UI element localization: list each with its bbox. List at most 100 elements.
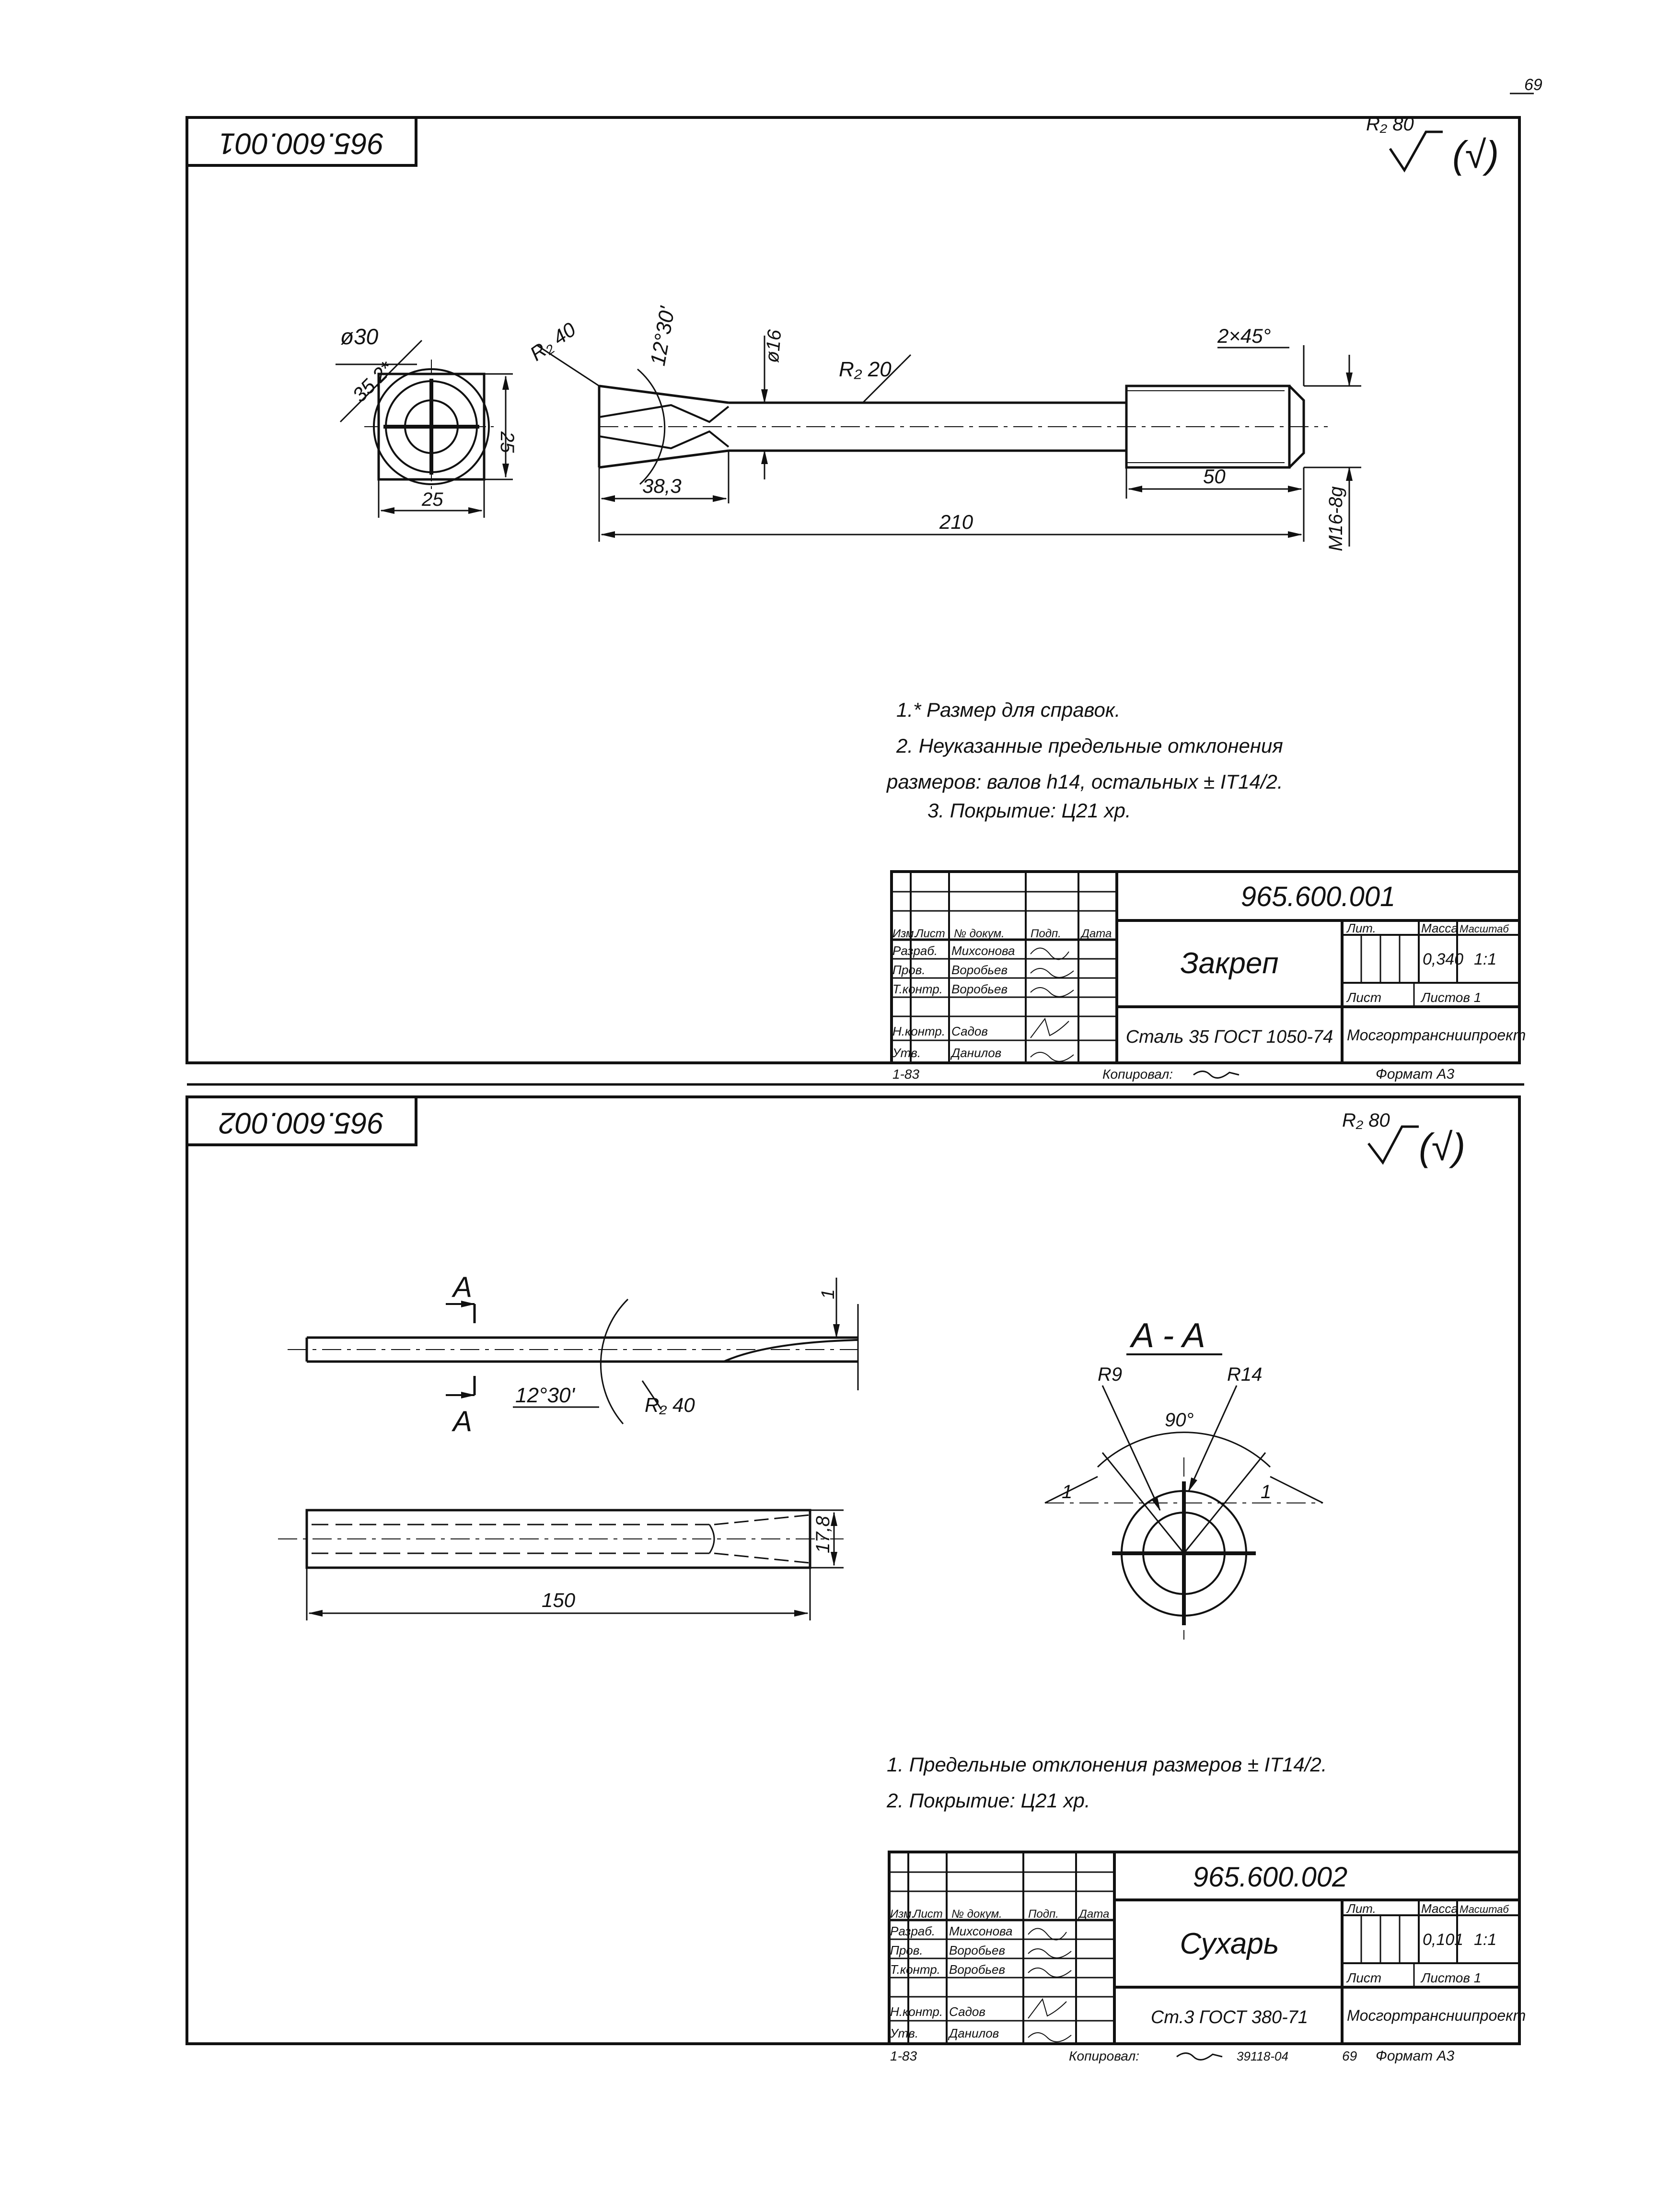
roughness-sign-2: R₂ 80 (√) (1342, 1110, 1465, 1168)
tb-name-1: Михсонова (951, 943, 1015, 958)
sheet-1-frame (185, 116, 1521, 1064)
stamp-box-2 (185, 1095, 417, 1146)
tb-role-prov: Пров. (892, 963, 926, 977)
tb2-sheets: Листов 1 (1420, 1970, 1481, 1985)
dim-25-h: 25 (421, 489, 443, 510)
tb-scale: 1:1 (1474, 950, 1496, 968)
tb-role-razrab: Разраб. (892, 943, 938, 958)
dim-gap-left: 1 (1062, 1481, 1072, 1502)
tb-h-izm: Изм. (892, 927, 917, 940)
section-label-top: A (452, 1271, 472, 1303)
sheet-1-title-block: Изм. Лист № докум. Подп. Дата Разраб. Пр… (890, 870, 1526, 1064)
tb2-doc-number: 965.600.002 (1193, 1862, 1348, 1893)
angle-90-arc (1097, 1432, 1271, 1468)
tb2-role-razrab: Разраб. (890, 1924, 935, 1938)
tb2-name-3: Воробьев (949, 1962, 1005, 1977)
r40-leader (536, 344, 600, 387)
rough-20: R₂ 20 (839, 358, 892, 381)
tb2-lit: Лит. (1346, 1901, 1376, 1916)
r20-leader (862, 363, 902, 404)
sheet-2-copy-stamp: 39118-04 (1237, 2049, 1288, 2063)
sheet-1: 965.600.001 R₂ 80 (√) ø30 35,2* (185, 114, 1526, 1082)
angle-arc (637, 368, 666, 485)
note-2-cont: размеров: валов h14, остальных ± IT14/2. (886, 770, 1283, 793)
signature-4 (1030, 1017, 1069, 1038)
tb-mass-label: Масса (1421, 921, 1458, 935)
tb2-name-1: Михсонова (949, 1924, 1013, 1938)
tb2-h-izm: Изм. (890, 1908, 915, 1921)
r9-leader (1101, 1385, 1161, 1511)
dim-17-8: 17,8 (812, 1515, 834, 1553)
tb-h-sign: Подп. (1031, 927, 1061, 940)
tb2-scale-label: Масштаб (1460, 1903, 1509, 1915)
sukhar-top-view: 17,8 150 (278, 1509, 844, 1620)
dim-38-3: 38,3 (642, 475, 682, 497)
tb-mass: 0,340 (1423, 950, 1463, 968)
dim-tip-1: 1 (818, 1289, 838, 1299)
angle-90: 90° (1165, 1409, 1194, 1431)
dim-r14: R14 (1227, 1364, 1262, 1385)
note-2: 2. Неуказанные предельные отклонения (896, 734, 1283, 757)
tb-role-tkontr: Т.контр. (892, 982, 943, 996)
tb2-role-tkontr: Т.контр. (890, 1962, 940, 1977)
side-view: R₂ 40 12°30' ø16 R₂ 20 2×45° M16-8g 38,3 (526, 304, 1361, 551)
sheet-2-year: 1-83 (890, 2049, 917, 2063)
dim-25-v: 25 (497, 431, 518, 453)
tb2-frame (888, 1851, 1521, 2045)
roughness-general: R₂ 80 (1366, 114, 1414, 135)
stamp-box (185, 116, 417, 167)
sheet-2-format: Формат А3 (1376, 2048, 1454, 2064)
tb2-name-2: Воробьев (949, 1943, 1005, 1957)
sheet-1-notes: 1.* Размер для справок. 2. Неуказанные п… (886, 699, 1283, 822)
tb-role-utv: Утв. (892, 1046, 921, 1060)
tb2-h-list: Лист (912, 1908, 943, 1921)
signature-5 (1030, 1052, 1074, 1062)
roughness-other: (√) (1452, 133, 1499, 176)
sheet-1-copied: Копировал: (1102, 1067, 1173, 1082)
tb2-h-doc: № докум. (951, 1908, 1002, 1921)
tb2-h-date: Дата (1078, 1908, 1109, 1921)
tb2-role-nkontr: Н.контр. (890, 2004, 943, 2019)
sukhar-side-view: 1 A A 12°30' R₂ 40 (288, 1271, 859, 1437)
sheet-1-format: Формат А3 (1376, 1066, 1454, 1082)
tb-scale-label: Масштаб (1460, 923, 1509, 935)
angle-arc-2 (600, 1298, 629, 1424)
copied-signature-2 (1176, 2052, 1223, 2061)
tb2-material: Ст.3 ГОСТ 380-71 (1151, 2007, 1308, 2027)
signature2-2 (1028, 1948, 1072, 1958)
bar2-hidden-curve (708, 1524, 715, 1554)
section-title: A - A (1129, 1316, 1205, 1355)
sheet-2-sheet-no: 69 (1342, 2049, 1357, 2063)
dim-150: 150 (542, 1589, 576, 1611)
tb2-name-5: Садов (949, 2004, 985, 2019)
tb2-role-utv: Утв. (890, 2026, 918, 2040)
rough-40-2: R₂ 40 (645, 1394, 695, 1416)
tb-part-name: Закреп (1181, 947, 1279, 980)
stamp-code-2: 965.600.002 (219, 1106, 384, 1140)
tb-doc-number: 965.600.001 (1241, 881, 1396, 912)
sheet-1-year: 1-83 (892, 1067, 919, 1082)
bar2-taper-bottom (714, 1552, 811, 1564)
sheet-1-stamp: 965.600.001 (185, 116, 417, 167)
radius-line-left (1101, 1452, 1185, 1554)
signature-1 (1030, 947, 1069, 960)
tb-name-5: Садов (951, 1024, 988, 1038)
tb2-sheet: Лист (1346, 1970, 1381, 1985)
page-number: 69 (1524, 76, 1542, 94)
check-mark-icon (1389, 130, 1443, 173)
tb-name-3: Воробьев (951, 982, 1008, 996)
sheet-2-title-block: Изм. Лист № докум. Подп. Дата Разраб. Пр… (888, 1851, 1526, 2045)
tb-material: Сталь 35 ГОСТ 1050-74 (1126, 1027, 1333, 1047)
sheet-2-copied: Копировал: (1069, 2049, 1139, 2063)
tb-frame (890, 870, 1521, 1064)
signature2-4 (1028, 1998, 1067, 2019)
tb-name-2: Воробьев (951, 963, 1008, 977)
tb2-role-prov: Пров. (890, 1943, 923, 1957)
gap-right-leader (1270, 1476, 1323, 1504)
tb-sheets: Листов 1 (1420, 990, 1481, 1005)
bar-taper (723, 1339, 858, 1363)
wedge-top (599, 384, 729, 404)
tb2-name-6: Данилов (948, 2026, 999, 2040)
wedge-bottom (599, 449, 729, 469)
